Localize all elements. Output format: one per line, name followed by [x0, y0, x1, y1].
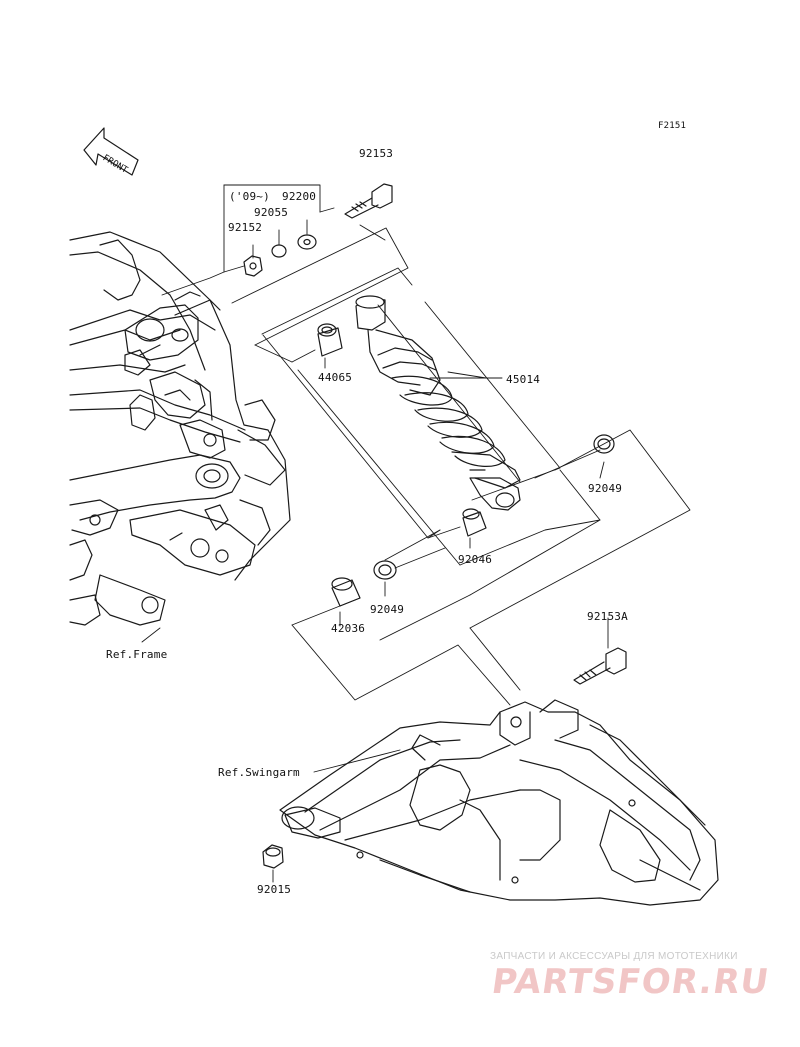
figure-code: F2151	[658, 121, 687, 131]
label-92153A[interactable]: 92153A	[587, 610, 628, 623]
label-92153[interactable]: 92153	[359, 147, 394, 160]
label-92015[interactable]: 92015	[257, 883, 292, 896]
label-ref-swingarm[interactable]: Ref.Swingarm	[218, 766, 300, 779]
label-92049-lower[interactable]: 92049	[370, 603, 405, 616]
label-44065[interactable]: 44065	[318, 371, 353, 384]
label-42036[interactable]: 42036	[331, 622, 366, 635]
bushing-92046	[462, 508, 487, 537]
seal-92049-lower	[373, 560, 397, 580]
watermark-tagline: ЗАПЧАСТИ И АКСЕССУАРЫ ДЛЯ МОТОТЕХНИКИ	[490, 951, 738, 962]
nut-92015	[262, 844, 284, 869]
bolt-92153A	[573, 647, 627, 685]
label-92046[interactable]: 92046	[458, 553, 493, 566]
shock-absorber	[355, 295, 521, 511]
front-arrow-icon: FRONT	[83, 127, 139, 176]
label-92152[interactable]: 92152	[228, 221, 263, 234]
bushing-44065	[317, 323, 343, 357]
label-92055[interactable]: 92055	[254, 206, 289, 219]
swingarm-drawing	[279, 699, 719, 906]
nut-92152	[243, 255, 263, 277]
watermark-logo: PARTSFOR.RU	[489, 962, 772, 1002]
label-ref-frame[interactable]: Ref.Frame	[106, 648, 168, 661]
bolt-92153	[344, 183, 393, 219]
label-92049-right[interactable]: 92049	[588, 482, 623, 495]
washer-92200	[297, 234, 317, 250]
collar-42036	[331, 577, 361, 607]
oring-92055	[271, 244, 287, 258]
label-92200[interactable]: 92200	[282, 190, 317, 203]
label-45014[interactable]: 45014	[506, 373, 541, 386]
label-09-model-year: ('09~)	[229, 190, 270, 203]
leader-lines	[141, 184, 691, 883]
frame-drawing	[69, 231, 291, 626]
